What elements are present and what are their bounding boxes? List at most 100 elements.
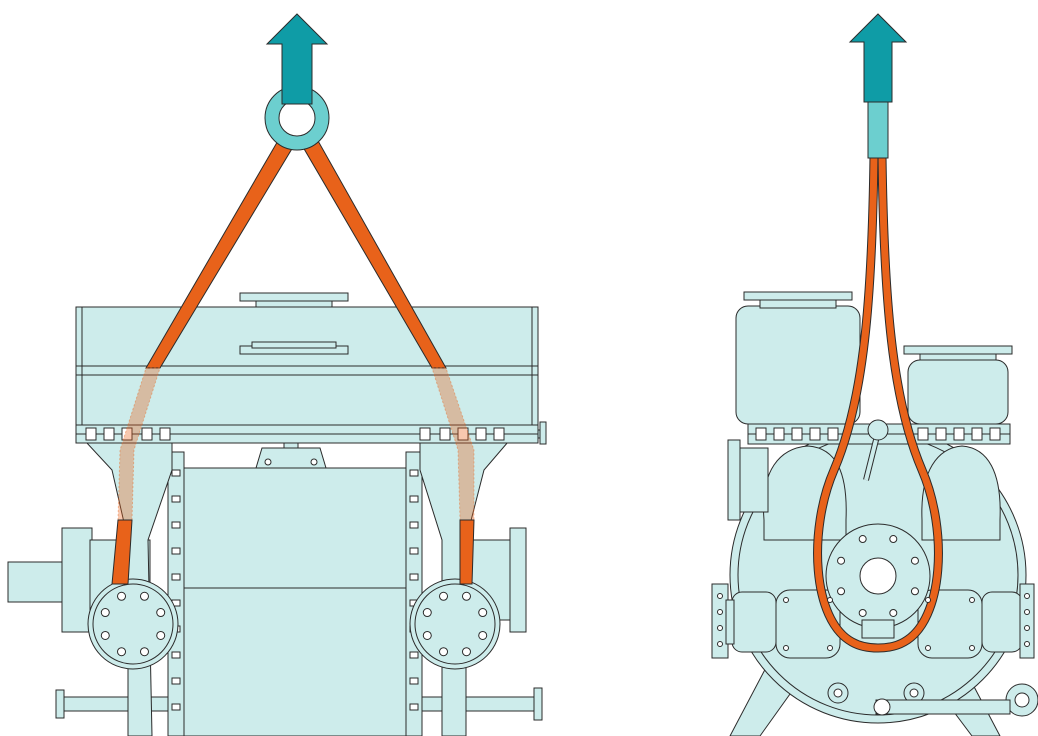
- bolt-icon: [139, 591, 149, 601]
- up-arrow-icon: [265, 13, 329, 105]
- end-bottom-pipe: [875, 699, 1011, 715]
- end-left-separator: [735, 305, 861, 425]
- center-nozzle-flange: [255, 447, 327, 469]
- bolt-icon: [917, 427, 929, 441]
- bolt-icon: [409, 651, 419, 659]
- bolt-icon: [100, 630, 110, 640]
- up-arrow-icon: [848, 13, 908, 103]
- bolt-icon: [409, 495, 419, 503]
- bolt-icon: [141, 427, 153, 441]
- bolt-icon: [419, 427, 431, 441]
- bolt-icon: [925, 597, 931, 603]
- end-rail-bolts: [717, 427, 1030, 651]
- lower-pipe-flange-right: [533, 687, 543, 721]
- bolt-icon: [117, 647, 127, 657]
- central-casing: [181, 467, 409, 736]
- bolt-icon: [910, 587, 919, 596]
- bolt-icon: [171, 651, 181, 659]
- header-rail-bolts: [85, 427, 505, 441]
- bolt-icon: [971, 427, 983, 441]
- bolt-icon: [409, 703, 419, 711]
- bolt-icon: [461, 591, 471, 601]
- bolt-icon: [409, 547, 419, 555]
- bolt-icon: [139, 647, 149, 657]
- bolt-icon: [409, 573, 419, 581]
- bolt-icon: [717, 625, 723, 631]
- bolt-icon: [171, 547, 181, 555]
- end-hub-base: [861, 619, 895, 639]
- bolt-icon: [475, 427, 487, 441]
- bolt-icon: [717, 609, 723, 615]
- bolt-icon: [935, 427, 947, 441]
- bolt-icon: [457, 427, 469, 441]
- bolt-icon: [910, 556, 919, 565]
- bolt-icon: [171, 573, 181, 581]
- bolt-icon: [989, 427, 1001, 441]
- bolt-icon: [889, 535, 898, 544]
- bolt-icon: [1024, 609, 1030, 615]
- bolt-icon: [171, 521, 181, 529]
- bolt-icon: [791, 427, 803, 441]
- bolt-icon: [755, 427, 767, 441]
- end-left-separator-flange: [743, 291, 853, 301]
- bolt-icon: [85, 427, 97, 441]
- rail-side-flange: [539, 421, 547, 445]
- casing-plate-left: [167, 451, 185, 736]
- bolt-icon: [171, 677, 181, 685]
- bolt-icon: [889, 608, 898, 617]
- bolt-icon: [422, 608, 432, 618]
- end-right-side-flange: [1019, 583, 1035, 659]
- manifold-top-flange: [239, 292, 349, 302]
- bolt-icon: [809, 427, 821, 441]
- sling-leg-right-lower: [459, 519, 475, 585]
- bolt-icon: [925, 645, 931, 651]
- bearing-cover-bolts: [100, 591, 488, 657]
- bolt-icon: [439, 647, 449, 657]
- bolt-icon: [117, 591, 127, 601]
- bolt-icon: [953, 427, 965, 441]
- bolt-icon: [409, 521, 419, 529]
- sling-leg-right-hidden: [431, 367, 475, 521]
- hub-cover-bolts: [837, 535, 919, 617]
- bolt-icon: [837, 556, 846, 565]
- bolt-icon: [171, 495, 181, 503]
- bolt-icon: [969, 645, 975, 651]
- bolt-icon: [827, 597, 833, 603]
- bolt-icon: [439, 591, 449, 601]
- left-bearing-cover: [87, 578, 179, 670]
- casing-plate-right: [405, 451, 423, 736]
- bolt-icon: [837, 587, 846, 596]
- bolt-icon: [827, 427, 839, 441]
- end-view: [711, 13, 1038, 736]
- bolt-icon: [156, 608, 166, 618]
- right-bearing-cover: [409, 578, 501, 670]
- bolt-icon: [1024, 593, 1030, 599]
- bolt-icon: [439, 427, 451, 441]
- side-view: [7, 13, 547, 736]
- end-sling-loop-band: [814, 155, 942, 652]
- lifting-hook-shank: [867, 99, 889, 159]
- bolt-icon: [969, 597, 975, 603]
- bolt-icon: [858, 608, 867, 617]
- bolt-icon: [717, 593, 723, 599]
- drive-shaft-stub: [7, 561, 67, 603]
- bolt-icon: [478, 630, 488, 640]
- bolt-icon: [461, 647, 471, 657]
- end-left-inlet-flange: [727, 439, 741, 521]
- bolt-icon: [827, 645, 833, 651]
- sling-leg-left-lower: [111, 519, 133, 585]
- end-right-separator: [907, 359, 1009, 425]
- bolt-icon: [121, 427, 133, 441]
- bolt-icon: [1024, 641, 1030, 647]
- end-right-separator-flange: [903, 345, 1013, 355]
- bolt-icon: [783, 645, 789, 651]
- bolt-icon: [409, 469, 419, 477]
- bolt-icon: [773, 427, 785, 441]
- bolt-icon: [493, 427, 505, 441]
- bolt-icon: [1024, 625, 1030, 631]
- bolt-icon: [100, 608, 110, 618]
- bolt-icon: [478, 608, 488, 618]
- bolt-icon: [717, 641, 723, 647]
- bolt-icon: [171, 703, 181, 711]
